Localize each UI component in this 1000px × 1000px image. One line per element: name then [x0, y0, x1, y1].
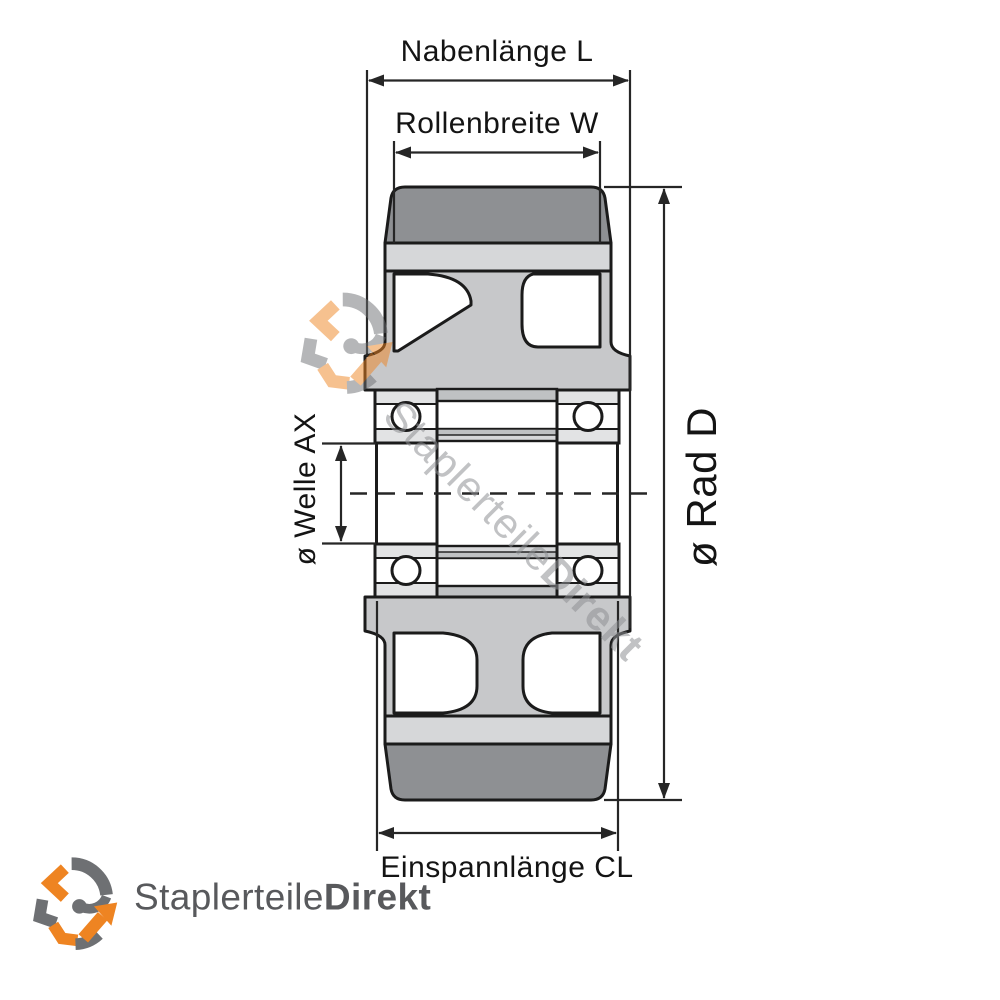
- wheel-tread-bottom: [383, 742, 613, 802]
- hub-boss-upper: [435, 387, 559, 403]
- bearing-block-top-left: [373, 388, 439, 445]
- bearing-block-top-right: [555, 388, 621, 445]
- dim-roller-width: [392, 141, 602, 243]
- brand-logo-text: StaplerteileDirekt: [134, 876, 431, 918]
- dim-label-clamping-length: Einspannlänge CL: [380, 851, 634, 884]
- bearing-ball: [572, 401, 604, 432]
- wheel-tread-top: [383, 185, 613, 245]
- dim-label-roller-width: Rollenbreite W: [395, 107, 599, 140]
- brand-text-bold: Direkt: [323, 876, 432, 918]
- watermark-logo-icon: [294, 290, 400, 396]
- bearing-ball: [572, 555, 604, 586]
- bearing-block-bottom-left: [373, 542, 439, 599]
- bearing-ball: [390, 555, 422, 586]
- hub-cutout-upper-right: [520, 272, 602, 349]
- brand-text-regular: Staplerteile: [134, 876, 324, 918]
- dim-label-wheel-diameter: ø Rad D: [678, 407, 725, 567]
- bearing-ball: [390, 401, 422, 432]
- bearing-spacer-stripe-upper: [436, 428, 558, 436]
- wheel-rim-band-bottom: [383, 714, 613, 746]
- dim-label-shaft-diameter: ø Welle AX: [289, 412, 322, 566]
- brand-logo-icon: [27, 855, 124, 952]
- hub-cutout-lower-left: [392, 631, 479, 715]
- dim-label-hub-length: Nabenlänge L: [400, 35, 594, 68]
- wheel-rim-band-top: [383, 241, 613, 273]
- dim-clamping-length: [375, 601, 620, 851]
- dim-shaft-diameter: [322, 442, 376, 545]
- hub-cutout-upper-left: [392, 272, 473, 353]
- hub-cutout-lower-right: [521, 631, 602, 715]
